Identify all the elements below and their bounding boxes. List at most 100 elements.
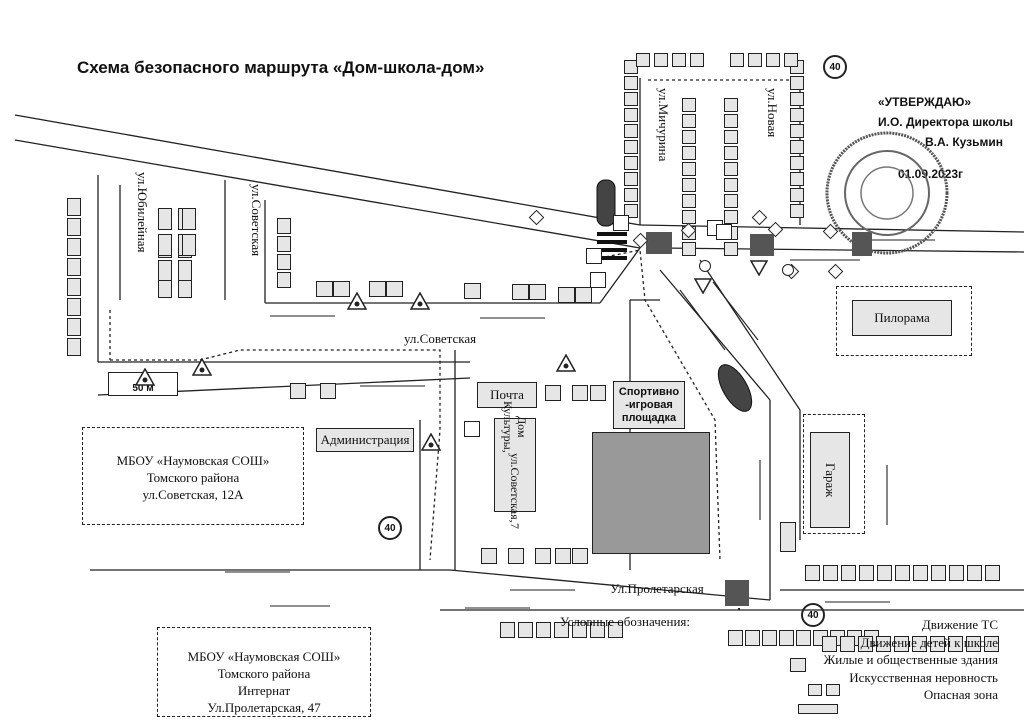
residential-building [682,162,696,176]
approval-heading: «УТВЕРЖДАЮ» [878,95,972,109]
residential-building [290,383,306,399]
residential-building [682,178,696,192]
pedestrian-crossing-icon [586,248,602,264]
residential-building [624,140,638,154]
residential-building [67,338,81,356]
internat-type: Интернат [237,683,291,698]
residential-building [805,565,820,581]
residential-building [333,281,350,297]
residential-building [985,565,1000,581]
residential-building [369,281,386,297]
residential-building [913,565,928,581]
internat-name: МБОУ «Наумовская СОШ» [187,649,341,664]
residential-building [876,636,891,652]
residential-building [572,622,587,638]
school-address: ул.Советская, 12А [142,487,244,502]
residential-building [790,658,806,672]
residential-building [738,608,740,610]
residential-building [182,234,196,256]
residential-building [500,622,515,638]
street-label-sovetskaya: ул.Советская [404,331,477,346]
internat-address: Ул.Пролетарская, 47 [207,700,321,715]
residential-building [724,114,738,128]
traffic-light-icon [782,264,794,276]
residential-building [624,156,638,170]
residential-building [67,318,81,336]
residential-building [672,53,686,67]
children-warning-icon [410,292,430,310]
residential-building [724,146,738,160]
legend-item-speed-bump: Искусственная неровность [849,669,998,685]
culture-house-name: Дом Культуры, [501,401,529,454]
residential-building [790,140,804,154]
residential-building [724,194,738,208]
yield-sign-icon [694,278,712,294]
residential-building [912,636,927,652]
children-warning-icon [192,358,212,376]
garage-zone [803,414,865,534]
residential-building [858,636,873,652]
approval-role: И.О. Директора школы [878,115,1014,129]
residential-building [158,208,172,230]
residential-building [877,565,892,581]
residential-building [554,622,569,638]
school-name: МБОУ «Наумовская СОШ» [116,453,270,468]
street-label-proletarskaya: Ул.Пролетарская [610,581,704,596]
speed-limit-icon: 40 [801,603,825,627]
residential-building [624,92,638,106]
school-zone [82,427,304,525]
residential-building [277,272,291,288]
residential-building [682,114,696,128]
residential-building [590,622,605,638]
administration-label: Администрация [320,432,410,447]
legend-list: Движение ТС Движение детей к школе Жилые… [824,616,998,704]
residential-building [67,258,81,276]
approval-name: В.А. Кузьмин [925,135,1004,149]
residential-building [796,630,811,646]
residential-building [724,130,738,144]
residential-building [158,280,172,298]
residential-building [966,636,981,652]
residential-building [558,287,575,303]
residential-building [535,548,551,564]
culture-house-street: ул.Советская, [508,453,522,523]
map-title: Схема безопасного маршрута «Дом-школа-до… [77,58,485,77]
legend-item-children: Движение детей к школе [860,634,998,650]
residential-building [316,281,333,297]
residential-building [682,194,696,208]
administration-building: Администрация [316,428,414,452]
residential-building [859,565,874,581]
children-warning-icon [135,368,155,386]
residential-building [841,565,856,581]
residential-building [277,236,291,252]
bus-stop-icon [464,421,480,437]
residential-building [790,92,804,106]
residential-building [624,172,638,186]
residential-building [624,124,638,138]
children-warning-icon [347,292,367,310]
residential-building [748,53,762,67]
residential-building [464,283,481,299]
internat-zone [157,627,371,717]
residential-building [822,636,837,652]
post-label: Почта [490,387,524,402]
residential-building [277,254,291,270]
residential-building [182,208,196,230]
residential-building [624,188,638,202]
approval-date: 01.09.2023г [898,167,964,181]
children-warning-icon [556,354,576,372]
residential-building [949,565,964,581]
residential-building [682,210,696,224]
residential-building [386,281,403,297]
culture-house-building: Дом Культуры, ул.Советская, 7 [494,401,536,529]
sports-ground-field [592,432,710,554]
legend-heading: Условные обозначения: [560,614,691,629]
bus-stop-icon [590,272,606,288]
residential-building [790,172,804,186]
residential-building [67,238,81,256]
residential-building [512,284,529,300]
residential-building [158,234,172,256]
residential-building [508,548,524,564]
residential-building [790,156,804,170]
